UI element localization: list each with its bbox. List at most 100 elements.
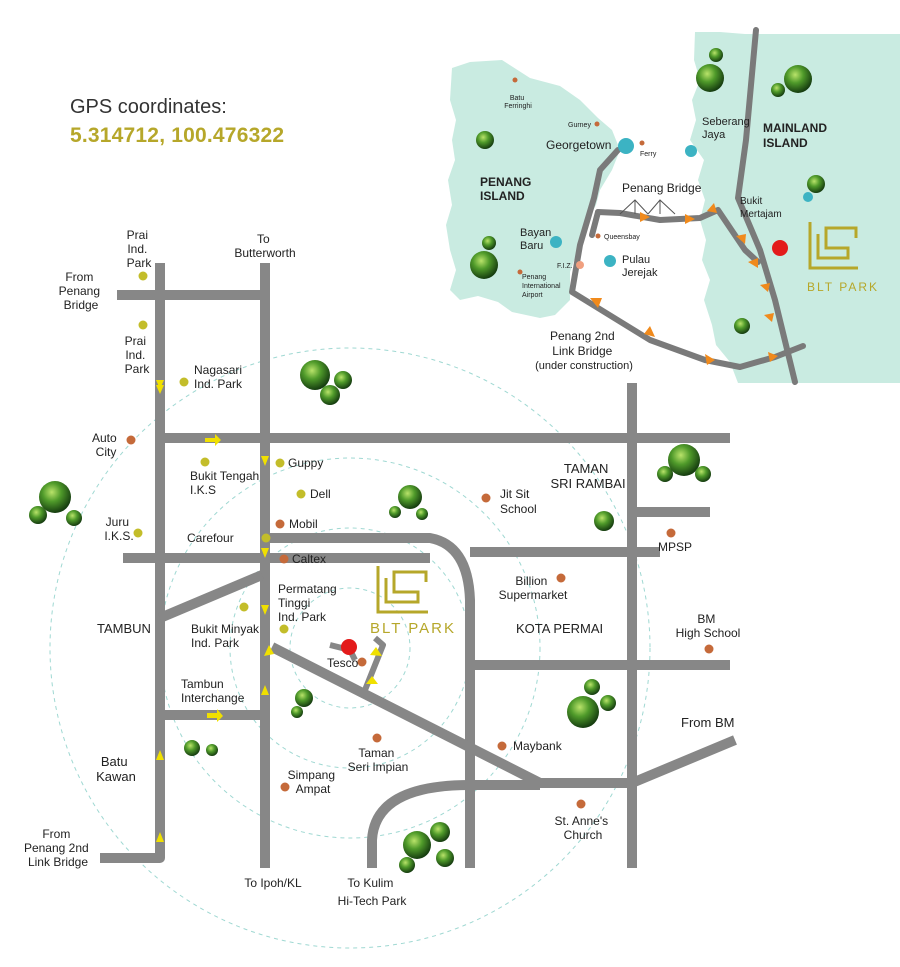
bukit-mertajam-marker bbox=[803, 192, 813, 202]
carefour-marker bbox=[261, 533, 271, 543]
tree-icon bbox=[206, 744, 218, 756]
tree-icon bbox=[807, 175, 825, 193]
maybank-label: Maybank bbox=[513, 739, 563, 753]
jit-sit-marker bbox=[481, 493, 491, 503]
permatang-marker bbox=[279, 624, 289, 634]
bukit-tengah-marker bbox=[200, 457, 210, 467]
bm-high-label: BM High School bbox=[676, 612, 741, 640]
bayan-baru-label: Bayan Baru bbox=[520, 227, 554, 252]
penang-bridge-label: Penang Bridge bbox=[622, 181, 702, 195]
kota-permai-label: KOTA PERMAI bbox=[516, 621, 603, 636]
blt-park-logo bbox=[376, 566, 428, 614]
tambun-label: TAMBUN bbox=[97, 621, 151, 636]
tree-icon bbox=[784, 65, 812, 93]
mobil-label: Mobil bbox=[289, 517, 318, 531]
inset-roads bbox=[569, 27, 806, 385]
juru-marker bbox=[133, 528, 143, 538]
georgetown-marker bbox=[618, 138, 634, 154]
batu-ferringhi-label: Batu Ferringhi bbox=[504, 95, 532, 110]
maybank-marker bbox=[497, 741, 507, 751]
tree-icon bbox=[403, 831, 431, 859]
st-annes-label: St. Anne's Church bbox=[554, 814, 611, 842]
yellow-markers bbox=[133, 271, 306, 634]
route-arrows bbox=[590, 203, 778, 365]
auto-city-label: Auto City bbox=[92, 431, 120, 459]
mainland bbox=[690, 32, 900, 383]
prai-1-label: Prai Ind. Park bbox=[127, 228, 153, 270]
bukit-tengah-label: Bukit Tengah I.K.S bbox=[190, 469, 263, 497]
caltex-marker bbox=[279, 554, 289, 564]
tree-icon bbox=[470, 251, 498, 279]
tesco-marker bbox=[357, 657, 367, 667]
tree-icon bbox=[696, 64, 724, 92]
tree-icon bbox=[584, 679, 600, 695]
pulau-jerejak-marker bbox=[604, 255, 616, 267]
to-butterworth-label: To Butterworth bbox=[234, 232, 295, 260]
tree-icon bbox=[320, 385, 340, 405]
batu-ferringhi-marker bbox=[512, 77, 518, 83]
tree-icon bbox=[29, 506, 47, 524]
gps-coordinates: 5.314712, 100.476322 bbox=[70, 124, 285, 147]
to-ipoh-label: To Ipoh/KL bbox=[244, 876, 302, 890]
taman-seri-impian-label: Taman Seri Impian bbox=[348, 746, 409, 774]
pulau-jerejak-label: Pulau Jerejak bbox=[622, 254, 658, 279]
penang-island-label: PENANG ISLAND bbox=[480, 175, 535, 203]
blt-park-inset-marker bbox=[772, 240, 788, 256]
juru-label: Juru I.K.S. bbox=[104, 515, 133, 543]
direction-arrows bbox=[156, 380, 382, 842]
gurney-marker bbox=[594, 121, 600, 127]
tree-icon bbox=[657, 466, 673, 482]
tree-icon bbox=[399, 857, 415, 873]
bukit-minyak-marker bbox=[239, 602, 249, 612]
tree-icon bbox=[416, 508, 428, 520]
blt-park-inset-label: BLT PARK bbox=[807, 280, 879, 294]
billion-marker bbox=[556, 573, 566, 583]
st-annes-marker bbox=[576, 799, 586, 809]
mpsp-marker bbox=[666, 528, 676, 538]
bukit-minyak-label: Bukit Minyak Ind. Park bbox=[191, 622, 262, 650]
billion-label: Billion Supermarket bbox=[499, 574, 568, 602]
queensbay-label: Queensbay bbox=[604, 234, 640, 241]
seberang-jaya-label: Seberang Jaya bbox=[702, 116, 753, 141]
tree-icon bbox=[734, 318, 750, 334]
georgetown-label: Georgetown bbox=[546, 138, 611, 152]
tesco-label: Tesco bbox=[327, 656, 359, 670]
taman-sri-rambai-label: TAMAN SRI RAMBAI bbox=[550, 461, 625, 491]
nagasari-label: Nagasari Ind. Park bbox=[194, 363, 245, 391]
tree-icon bbox=[567, 696, 599, 728]
tree-icon bbox=[476, 131, 494, 149]
auto-city-marker bbox=[126, 435, 136, 445]
roads bbox=[100, 263, 737, 868]
tree-icon bbox=[389, 506, 401, 518]
inset-map: PENANG ISLAND MAINLAND ISLAND Georgetown… bbox=[446, 27, 900, 385]
blt-park-location-marker bbox=[341, 639, 357, 655]
trees bbox=[29, 48, 825, 873]
seberang-jaya-marker bbox=[685, 145, 697, 157]
caltex-label: Caltex bbox=[292, 552, 326, 566]
tree-icon bbox=[39, 481, 71, 513]
tree-icon bbox=[300, 360, 330, 390]
tree-icon bbox=[66, 510, 82, 526]
tree-icon bbox=[695, 466, 711, 482]
tree-icon bbox=[709, 48, 723, 62]
tree-icon bbox=[771, 83, 785, 97]
mpsp-label: MPSP bbox=[658, 540, 692, 554]
gurney-label: Gurney bbox=[568, 122, 591, 129]
map-labels: Prai Ind. Park To Butterworth From Penan… bbox=[24, 228, 740, 908]
bukit-mertajam-label: Bukit Mertajam bbox=[740, 196, 782, 220]
blt-park-label: BLT PARK bbox=[370, 620, 456, 637]
taman-seri-impian-marker bbox=[372, 733, 382, 743]
tree-icon bbox=[334, 371, 352, 389]
tree-icon bbox=[594, 511, 614, 531]
nagasari-marker bbox=[179, 377, 189, 387]
prai-1-marker bbox=[138, 271, 148, 281]
tree-icon bbox=[668, 444, 700, 476]
bm-high-marker bbox=[704, 644, 714, 654]
second-link-label: Penang 2nd Link Bridge (under constructi… bbox=[535, 329, 633, 372]
orange-markers bbox=[126, 435, 714, 809]
fiz-label: F.I.Z. bbox=[557, 263, 573, 270]
blt-park-inset-logo bbox=[808, 222, 858, 270]
from-2nd-link-label: From Penang 2nd Link Bridge bbox=[24, 827, 92, 869]
tree-icon bbox=[398, 485, 422, 509]
